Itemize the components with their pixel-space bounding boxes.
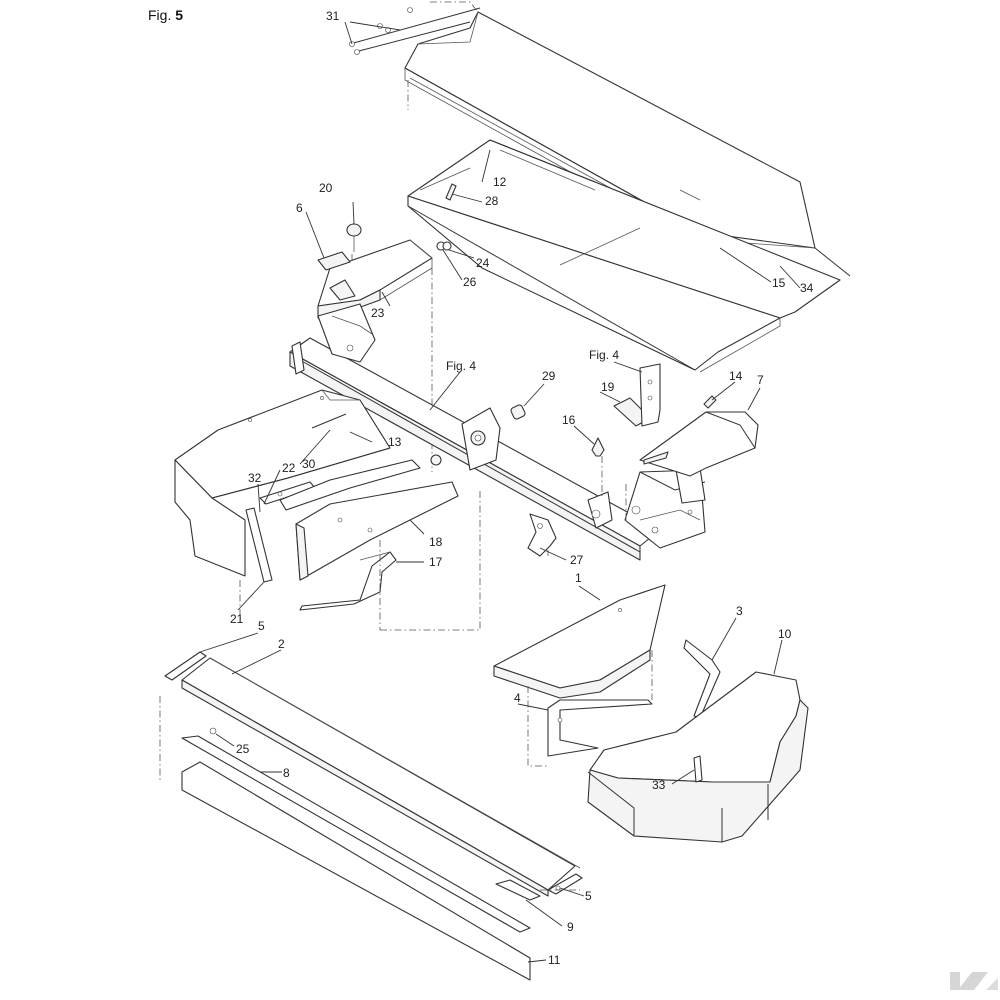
part-clip-33 — [693, 755, 703, 783]
part-deflector-2 — [181, 657, 581, 897]
figure-title-number: 5 — [175, 7, 183, 23]
callout-28: 28 — [485, 194, 499, 208]
figure-title-prefix: Fig. — [148, 7, 171, 23]
callout-20: 20 — [319, 181, 333, 195]
leader-lines — [199, 21, 801, 963]
part-strip-9 — [495, 879, 541, 901]
part-plate-19 — [613, 363, 661, 427]
part-mount-17 — [279, 454, 442, 611]
part-main-beam — [289, 303, 661, 561]
callout-17: 17 — [429, 555, 443, 569]
dash-top-edge — [430, 1, 479, 13]
figure-title: Fig. 5 — [148, 7, 183, 23]
part-rods-31 — [349, 7, 481, 55]
callout-6: 6 — [296, 201, 303, 215]
part-bracket-32 — [245, 507, 273, 583]
callout-14: 14 — [729, 369, 743, 383]
callout-31: 31 — [326, 9, 340, 23]
callout-22: 22 — [282, 461, 296, 475]
callout-32: 32 — [248, 471, 262, 485]
dash-guard-left — [527, 686, 548, 767]
callout-12: 12 — [493, 175, 507, 189]
callout-27: 27 — [570, 553, 584, 567]
part-front-guard-1 — [493, 584, 666, 699]
part-knob-20 — [346, 223, 362, 252]
callout-8: 8 — [283, 766, 290, 780]
part-pin-16 — [591, 437, 605, 457]
ref-fig4-right: Fig. 4 — [589, 348, 619, 362]
callout-10: 10 — [778, 627, 792, 641]
callout-5-right: 5 — [585, 889, 592, 903]
callout-24: 24 — [476, 256, 490, 270]
ref-fig4-top: Fig. 4 — [446, 359, 476, 373]
callout-30: 30 — [302, 457, 316, 471]
part-bracket-5-left — [164, 651, 207, 681]
callout-1: 1 — [575, 571, 582, 585]
callout-7: 7 — [757, 373, 764, 387]
part-bracket-right-7 — [624, 467, 706, 549]
callout-29: 29 — [542, 369, 556, 383]
part-frame-panel-12 — [407, 139, 841, 373]
callout-15: 15 — [772, 276, 786, 290]
callout-26: 26 — [463, 275, 477, 289]
kramp-k-logo-icon — [950, 972, 998, 990]
callouts: 31 20 6 12 28 24 26 23 15 34 Fig. 4 29 F… — [230, 9, 814, 967]
callout-18: 18 — [429, 535, 443, 549]
callout-33: 33 — [652, 778, 666, 792]
callout-23: 23 — [371, 306, 385, 320]
callout-4: 4 — [514, 691, 521, 705]
part-rod-30 — [311, 413, 347, 429]
callout-3: 3 — [736, 604, 743, 618]
part-plate-6 — [317, 251, 351, 271]
part-cover-7 — [639, 411, 759, 477]
callout-2: 2 — [278, 637, 285, 651]
part-flap-11 — [181, 761, 531, 981]
part-bolt-25 — [209, 727, 217, 735]
part-plate-18 — [295, 481, 459, 581]
part-strip-8 — [181, 735, 531, 933]
part-guard-10 — [587, 671, 809, 843]
callout-34: 34 — [800, 281, 814, 295]
part-plate-4 — [547, 699, 653, 757]
dash-mount-box — [380, 490, 481, 631]
part-hook-27 — [527, 513, 557, 557]
callout-5-left: 5 — [258, 619, 265, 633]
callout-19: 19 — [601, 380, 615, 394]
callout-16: 16 — [562, 413, 576, 427]
part-ring-24-26 — [436, 241, 452, 251]
part-bracket-28 — [445, 183, 457, 201]
callout-11: 11 — [548, 953, 561, 967]
callout-25: 25 — [236, 742, 250, 756]
callout-21: 21 — [230, 612, 244, 626]
part-side-shield-13 — [174, 389, 391, 577]
callout-9: 9 — [567, 920, 574, 934]
part-sleeve-29 — [510, 404, 526, 420]
callout-13: 13 — [388, 435, 402, 449]
